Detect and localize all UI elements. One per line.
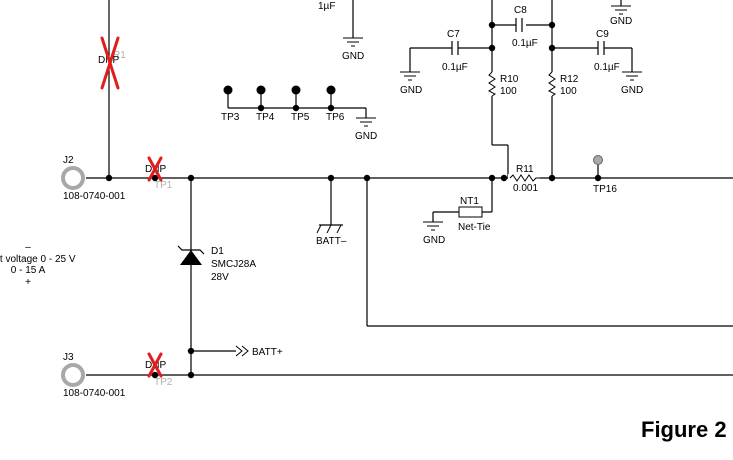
gnd-label-top-right: GND	[610, 16, 632, 27]
connector-j3: J3 108-0740-001	[61, 352, 126, 399]
testpoint-tp16: TP16	[593, 155, 617, 195]
input-note-current: 0 - 15 A	[11, 265, 46, 276]
dnp-tp1-ref: TP1	[154, 180, 173, 191]
dnp-r1-ref: R1	[113, 50, 126, 61]
cap-1uf-value: 1µF	[318, 1, 335, 12]
batt-plus-connector: BATT+	[235, 345, 283, 358]
resistor-r12-value: 100	[560, 86, 577, 97]
batt-minus-symbol: BATT–	[316, 224, 347, 247]
resistor-r11: R11 0.001	[508, 164, 540, 194]
connector-j2: J2 108-0740-001	[61, 155, 126, 202]
gnd-label-c9: GND	[621, 85, 643, 96]
gnd-label-nettie: GND	[423, 235, 445, 246]
cap-c8-value: 0.1µF	[512, 38, 538, 49]
testpoints-group: TP3 TP4 TP5 TP6	[221, 85, 345, 123]
resistor-r10-ref: R10	[500, 74, 519, 85]
nettie-nt1: NT1 Net-Tie	[458, 196, 491, 233]
diode-voltage: 28V	[211, 272, 229, 283]
capacitor-c7: C7 0.1µF	[442, 29, 468, 73]
resistor-r12-ref: R12	[560, 74, 579, 85]
gnd-tp-bus: GND	[355, 117, 377, 142]
connector-j2-part: 108-0740-001	[63, 191, 126, 202]
figure-caption: Figure 2	[641, 417, 727, 442]
cap-c9-value: 0.1µF	[594, 62, 620, 73]
dnp-tp2: TP2 DNP	[145, 352, 173, 388]
dnp-tp1: TP1 DNP	[145, 156, 173, 191]
input-note: – Input voltage 0 - 25 V 0 - 15 A +	[0, 242, 76, 288]
nettie-ref: NT1	[460, 196, 479, 207]
gnd-c9: GND	[621, 71, 643, 96]
gnd-top-cap: GND	[342, 37, 364, 62]
nettie-label: Net-Tie	[458, 222, 491, 233]
diode-ref: D1	[211, 246, 224, 257]
connector-j3-ref: J3	[63, 352, 74, 363]
gnd-nettie: GND	[423, 221, 445, 246]
gnd-label-c7: GND	[400, 85, 422, 96]
resistor-r11-value: 0.001	[513, 183, 538, 194]
testpoint-tp16-label: TP16	[593, 184, 617, 195]
batt-plus-label: BATT+	[252, 347, 283, 358]
batt-minus-label: BATT–	[316, 236, 347, 247]
cap-c9-ref: C9	[596, 29, 609, 40]
capacitor-c9: C9 0.1µF	[594, 29, 620, 73]
gnd-label-top-cap: GND	[342, 51, 364, 62]
resistor-r10-value: 100	[500, 86, 517, 97]
diode-part: SMCJ28A	[211, 259, 256, 270]
resistor-r10: R10 100	[488, 71, 519, 97]
tvs-diode-d1: D1 SMCJ28A 28V	[177, 245, 256, 283]
testpoint-tp6: TP6	[326, 112, 345, 123]
input-note-plus: +	[25, 277, 31, 288]
cap-c8-ref: C8	[514, 5, 527, 16]
dnp-tp2-ref: TP2	[154, 377, 173, 388]
dnp-r1: R1 DNP	[98, 36, 126, 90]
wires	[86, 0, 733, 376]
testpoint-tp3: TP3	[221, 112, 240, 123]
gnd-c7: GND	[400, 71, 422, 96]
capacitor-c8: C8 0.1µF	[512, 5, 538, 49]
cap-c7-ref: C7	[447, 29, 460, 40]
input-note-minus: –	[25, 242, 31, 253]
capacitor-1uf: 1µF	[318, 1, 335, 12]
connector-j3-part: 108-0740-001	[63, 388, 126, 399]
resistor-r11-ref: R11	[516, 164, 534, 175]
connector-j2-ref: J2	[63, 155, 74, 166]
gnd-label-tp-bus: GND	[355, 131, 377, 142]
gnd-symbols: GND GND GND GND GND	[342, 5, 643, 246]
testpoint-tp4: TP4	[256, 112, 275, 123]
cap-c7-value: 0.1µF	[442, 62, 468, 73]
junctions	[105, 21, 602, 379]
input-note-voltage: Input voltage 0 - 25 V	[0, 254, 76, 265]
testpoint-tp5: TP5	[291, 112, 310, 123]
gnd-top-right: GND	[610, 5, 632, 27]
resistor-r12: R12 100	[548, 71, 579, 97]
